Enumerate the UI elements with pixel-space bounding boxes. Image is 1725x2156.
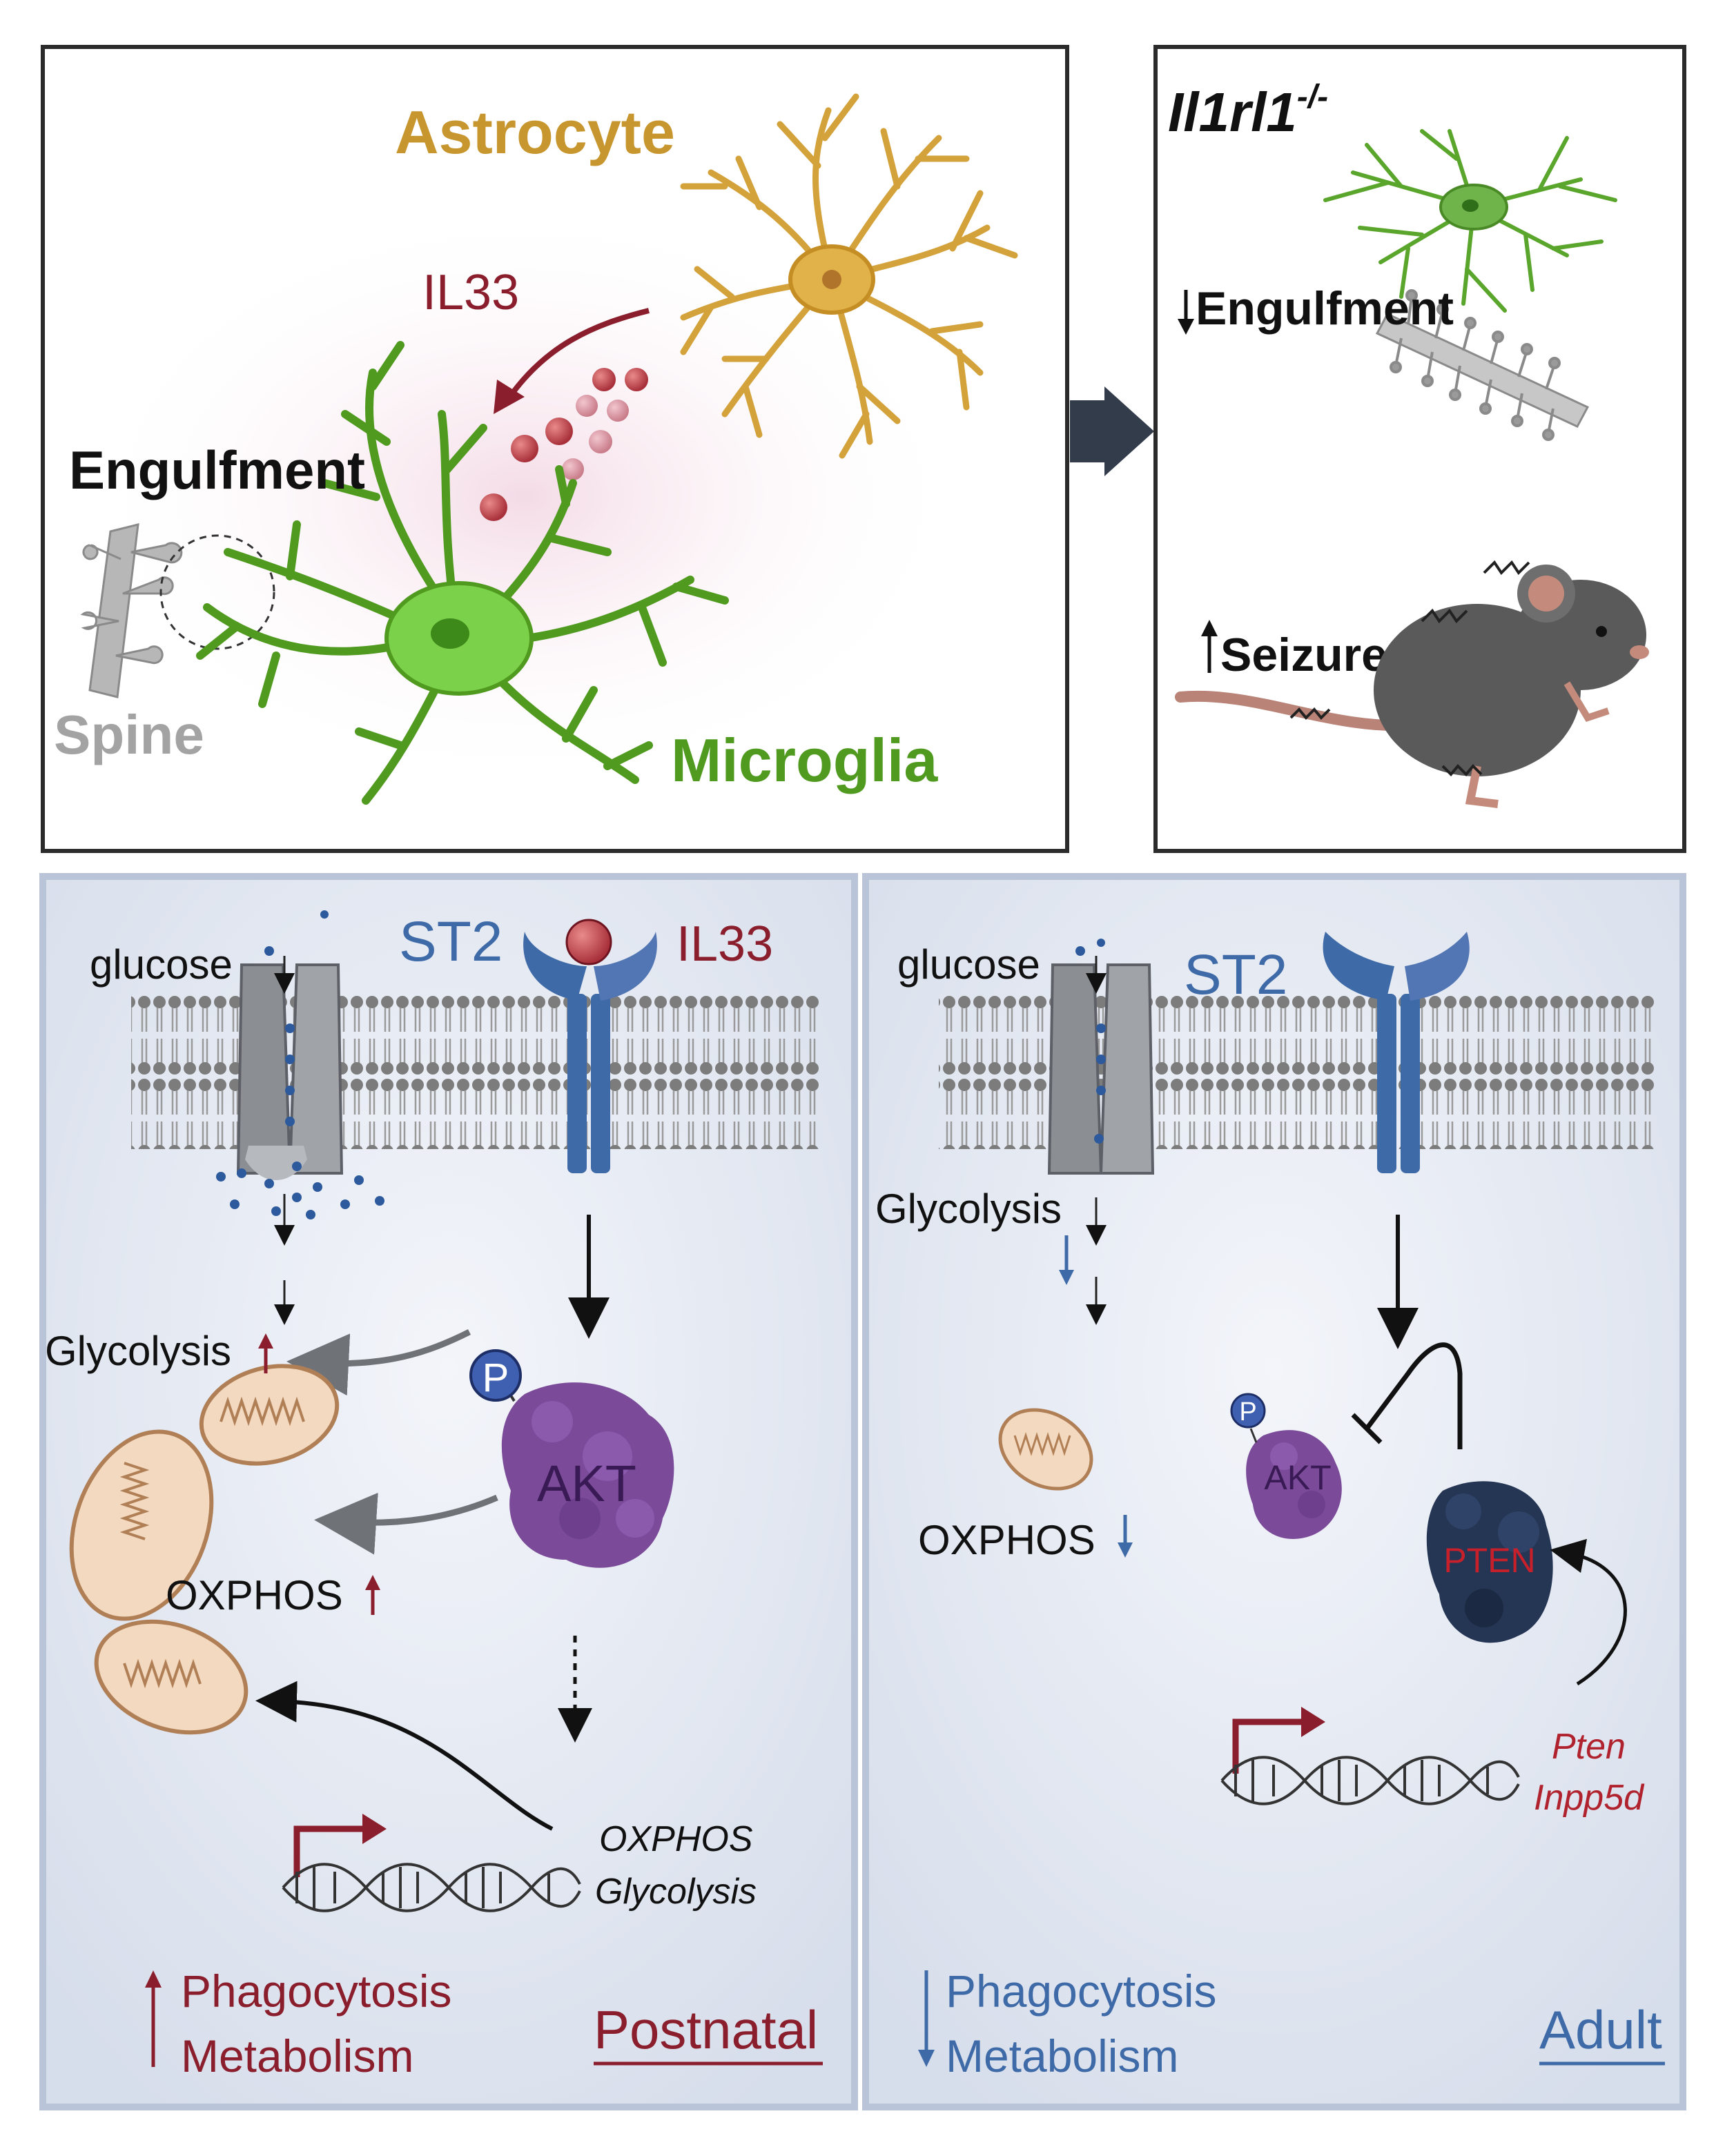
mitochondrion-adult — [998, 1408, 1093, 1491]
astrocyte-cell — [680, 93, 1018, 459]
il33-label-top: IL33 — [422, 265, 519, 320]
engulfment-label: Engulfment — [69, 440, 365, 500]
glucose-transporter — [236, 963, 344, 1180]
oxphos-label: OXPHOS — [166, 1572, 343, 1618]
panel-top-right: Il1rl1-/- — [1153, 45, 1686, 853]
astrocyte-label: Astrocyte — [395, 98, 675, 166]
glycolysis-up-arrow — [258, 1333, 273, 1373]
akt-label: AKT — [537, 1455, 636, 1512]
seizure-label: Seizure — [1220, 629, 1387, 681]
glycolysis-label: Glycolysis — [45, 1328, 231, 1374]
oxphos-label-adult: OXPHOS — [918, 1517, 1095, 1563]
stage-label-postnatal: Postnatal — [594, 1999, 818, 2060]
glucose-label: glucose — [90, 941, 233, 988]
outcome-phagocytosis-adult: Phagocytosis — [946, 1966, 1217, 2017]
glycolysis-label-adult: Glycolysis — [875, 1186, 1062, 1232]
panel-top-left: Astrocyte IL33 Engulfment Spine Microgli… — [41, 45, 1069, 853]
oxphos-down-arrow — [1118, 1515, 1133, 1558]
microglia-label: Microglia — [671, 726, 938, 794]
outcome-phagocytosis: Phagocytosis — [181, 1966, 452, 2017]
st2-receptor — [523, 919, 657, 1173]
glucose-molecules — [216, 910, 384, 1219]
gene-label-oxphos: OXPHOS — [599, 1819, 753, 1859]
glucose-transporter-adult — [1047, 939, 1155, 1175]
stage-label-adult: Adult — [1539, 1999, 1662, 2060]
il33-particles — [480, 368, 648, 521]
spine-dendrite-small — [1375, 289, 1590, 441]
akt-protein-adult — [1230, 1393, 1342, 1539]
pten-label: PTEN — [1443, 1541, 1535, 1580]
outcome-down-arrow — [918, 1970, 935, 2067]
outcome-metabolism-adult: Metabolism — [946, 2030, 1178, 2081]
glucose-label-adult: glucose — [897, 941, 1040, 988]
akt-phospho-label-adult: P — [1239, 1398, 1256, 1427]
st2-label: ST2 — [399, 910, 503, 973]
st2-receptor-adult — [1323, 932, 1470, 1173]
glycolysis-down-arrow — [1059, 1235, 1074, 1285]
st2-label-adult: ST2 — [1184, 943, 1287, 1006]
il33-ligand — [565, 919, 612, 966]
dna-helix — [282, 1863, 581, 1912]
pten-protein — [1426, 1481, 1553, 1643]
outcome-metabolism: Metabolism — [181, 2030, 413, 2081]
panel-adult: P AKT PTEN glucose ST2 Glycolysis — [862, 873, 1686, 2110]
dna-helix-adult — [1220, 1756, 1520, 1805]
genotype-base: Il1rl1 — [1168, 81, 1297, 143]
akt-label-adult: AKT — [1264, 1458, 1331, 1497]
seizure-marks — [1289, 560, 1530, 776]
outcome-up-arrow — [145, 1970, 162, 2067]
spine-label: Spine — [54, 704, 204, 765]
gene-label-inpp5d: Inpp5d — [1534, 1778, 1645, 1818]
genotype-superscript: -/- — [1297, 79, 1328, 115]
akt-phospho-label: P — [483, 1355, 509, 1400]
transition-arrow — [1070, 386, 1154, 476]
gene-label-glycolysis: Glycolysis — [595, 1872, 757, 1912]
il33-label-receptor: IL33 — [676, 917, 773, 972]
gene-label-pten: Pten — [1552, 1727, 1626, 1767]
engulfment-label-ko: Engulfment — [1196, 282, 1454, 335]
panel-postnatal: P AKT glucose ST2 IL33 Glycolysis — [39, 873, 858, 2110]
akt-protein — [469, 1349, 674, 1568]
oxphos-up-arrow — [365, 1575, 380, 1615]
mouse-illustration — [1175, 565, 1649, 808]
genotype-label: Il1rl1-/- — [1168, 79, 1328, 143]
